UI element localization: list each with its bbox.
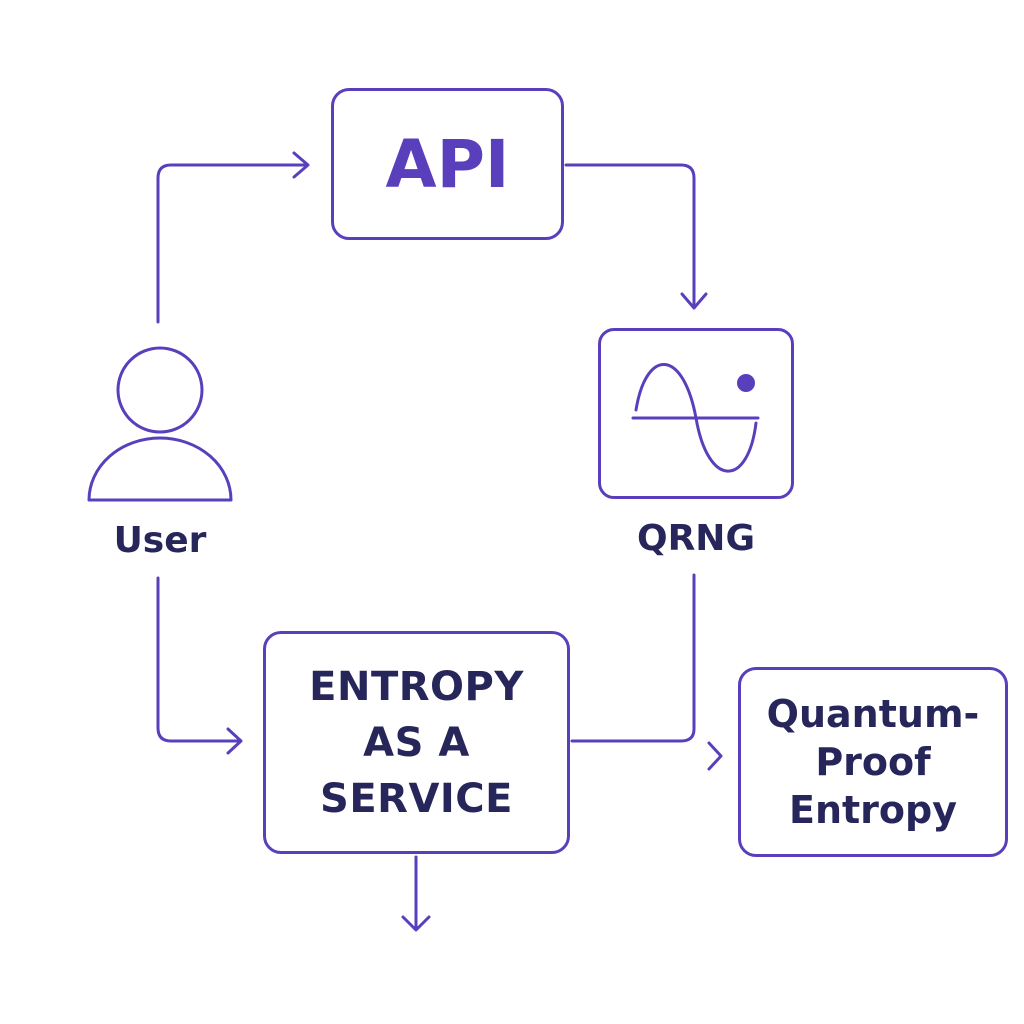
arrowhead-api-to-qrng: [680, 292, 708, 310]
arrowhead-user-to-api: [292, 151, 310, 179]
quantum-proof-entropy-node[interactable]: Quantum- Proof Entropy: [738, 667, 1008, 857]
qrng-caption: QRNG: [636, 518, 755, 559]
user-icon: [87, 346, 233, 502]
arrowhead-to-quantum-proof: [707, 741, 723, 771]
edge-api-to-qrng: [564, 163, 696, 308]
entropy-as-a-service-node[interactable]: ENTROPY AS A SERVICE: [263, 631, 570, 854]
arrowhead-user-to-eaas: [226, 727, 243, 755]
api-node[interactable]: API: [331, 88, 564, 240]
wave-icon: [631, 363, 760, 473]
api-label: API: [385, 125, 510, 203]
arrowhead-eaas-output: [401, 915, 431, 932]
edge-user-to-api: [156, 163, 308, 324]
edge-user-to-eaas: [156, 576, 242, 743]
quantum-proof-entropy-label: Quantum- Proof Entropy: [766, 692, 980, 832]
user-caption: User: [113, 520, 207, 561]
qrng-node[interactable]: [598, 328, 794, 499]
edge-qrng-to-eaas: [570, 573, 696, 743]
entropy-as-a-service-label: ENTROPY AS A SERVICE: [309, 663, 524, 822]
